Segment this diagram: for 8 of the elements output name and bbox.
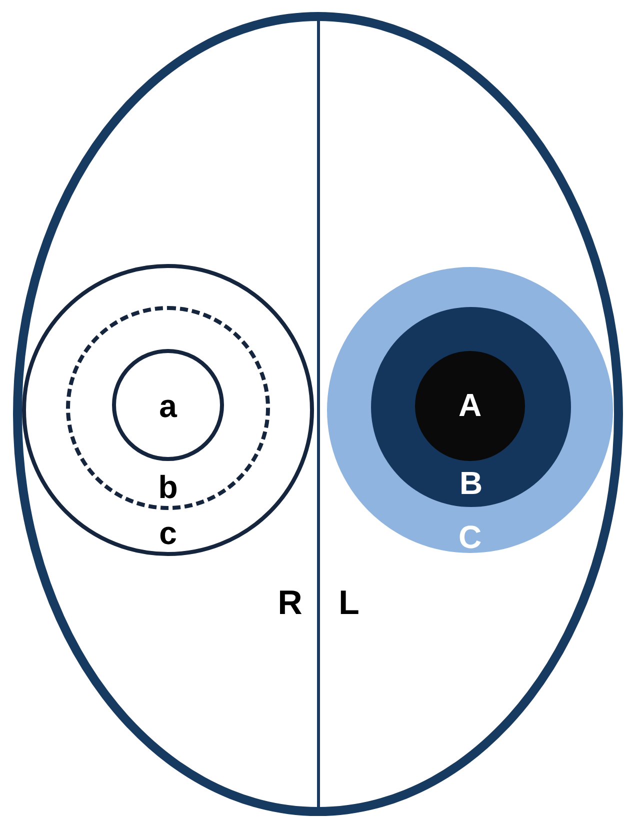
circle-label: B xyxy=(459,467,483,499)
circle-label: a xyxy=(159,390,177,422)
circle-label: c xyxy=(159,517,177,549)
side-label: L xyxy=(338,586,360,620)
circle-label: C xyxy=(458,521,482,553)
circle-label: b xyxy=(158,471,178,503)
side-label: R xyxy=(278,586,302,620)
circle-label: A xyxy=(458,389,482,421)
